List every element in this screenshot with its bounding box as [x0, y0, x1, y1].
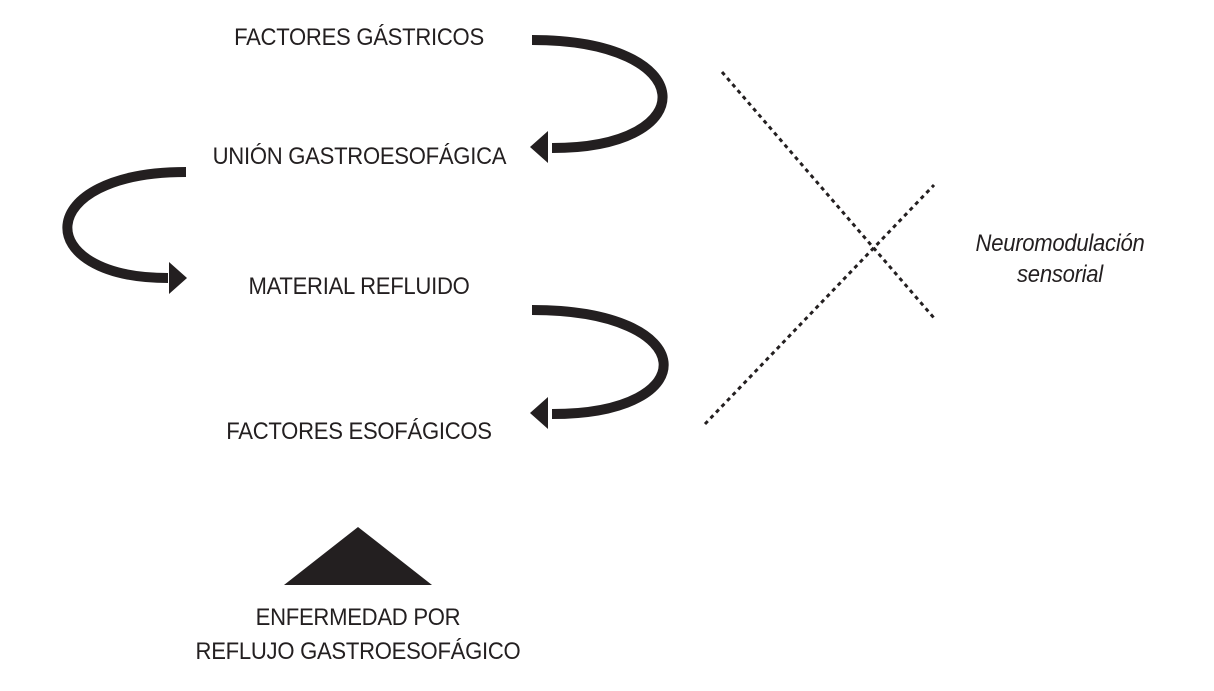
outcome-triangle	[284, 527, 432, 585]
label-esophageal-factors: FACTORES ESOFÁGICOS	[226, 418, 492, 445]
arrow-junction-to-refluxate	[62, 167, 187, 294]
arrow-refluxate-to-esophageal	[530, 305, 669, 429]
label-gerd-line-1: ENFERMEDAD POR	[255, 604, 461, 631]
label-gerd-outcome: ENFERMEDAD POR REFLUJO GASTROESOFÁGICO	[185, 601, 531, 669]
label-sensory-neuromodulation: Neuromodulación sensorial	[959, 228, 1161, 290]
label-gastroesophageal-junction: UNIÓN GASTROESOFÁGICA	[212, 143, 507, 170]
label-refluxed-material: MATERIAL REFLUIDO	[248, 273, 470, 300]
label-gerd-line-2: REFLUJO GASTROESOFÁGICO	[195, 638, 521, 665]
label-gastric-factors: FACTORES GÁSTRICOS	[234, 24, 484, 51]
neuromodulation-dashed-cross	[703, 71, 936, 426]
label-neuro-line-2: sensorial	[1017, 261, 1103, 288]
label-neuro-line-1: Neuromodulación	[975, 230, 1145, 257]
arrow-gastric-to-junction	[530, 35, 668, 163]
